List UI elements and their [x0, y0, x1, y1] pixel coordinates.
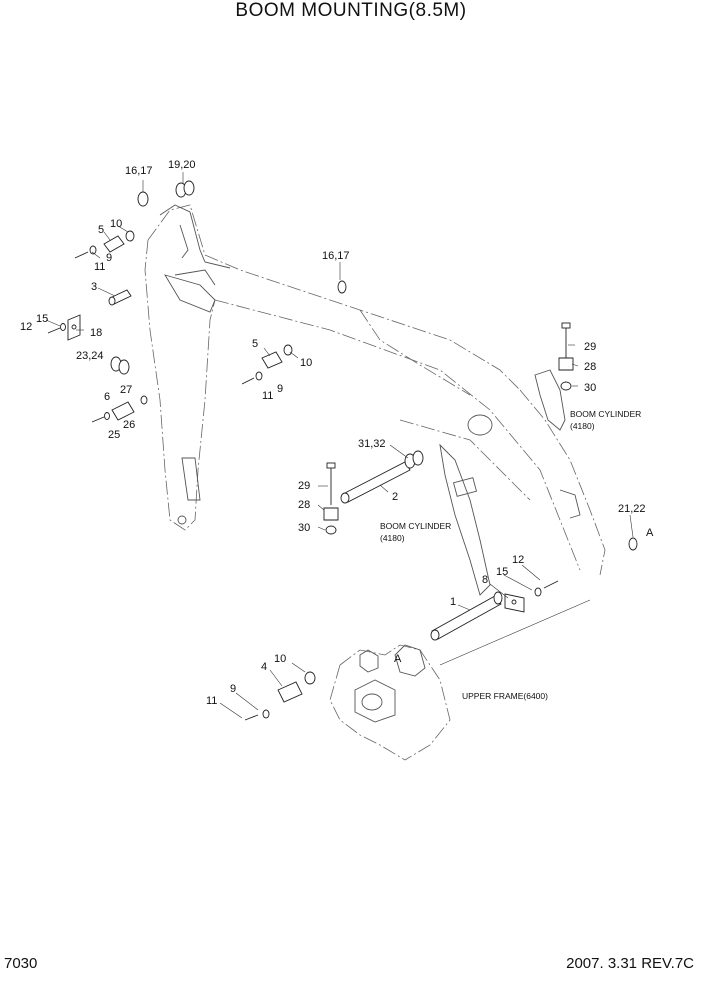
bolt-washer-upper-left [47, 230, 135, 334]
callout-5-upper: 5 [98, 224, 104, 236]
callout-31-32: 31,32 [358, 438, 386, 450]
callout-11-middle: 11 [262, 390, 273, 402]
callout-9-middle: 9 [277, 383, 283, 395]
bolt-29-28-30-lower [323, 462, 339, 535]
plate-18 [67, 314, 81, 341]
boom-cylinder-outline [439, 369, 581, 596]
callout-30-lower: 30 [298, 522, 310, 534]
callout-29-upper: 29 [584, 341, 596, 353]
bolt-29-28-30-upper [558, 322, 574, 391]
callout-27: 27 [120, 384, 132, 396]
callout-11-upper: 11 [94, 261, 105, 273]
callout-30-upper: 30 [584, 382, 596, 394]
note-boom-cylinder-upper-code: (4180) [570, 421, 595, 431]
revision-stamp: 2007. 3.31 REV.7C [566, 955, 694, 972]
callout-9-upper: 9 [106, 252, 112, 264]
pin-2 [340, 450, 424, 504]
parts-23-27 [91, 356, 148, 423]
callout-2: 2 [392, 491, 398, 503]
callout-6: 6 [104, 391, 110, 403]
callout-16-17-upper: 16,17 [125, 165, 153, 177]
callout-15-lower: 15 [496, 566, 508, 578]
callout-23-24: 23,24 [76, 350, 104, 362]
page-title: BOOM MOUNTING(8.5M) [235, 0, 467, 21]
page-number: 7030 [4, 955, 38, 972]
callout-8: 8 [482, 574, 488, 586]
washers-16-17-19-20 [137, 180, 347, 294]
pin-3 [108, 289, 132, 306]
notes: BOOM CYLINDER (4180) BOOM CYLINDER (4180… [380, 409, 641, 701]
note-upper-frame: UPPER FRAME(6400) [462, 691, 548, 701]
plate-8-bolt-12-washer-15 [504, 537, 638, 613]
note-boom-cylinder-lower: BOOM CYLINDER [380, 521, 451, 531]
callout-12-upper: 12 [20, 321, 32, 333]
callout-4: 4 [261, 661, 267, 673]
callout-21-22: 21,22 [618, 503, 646, 515]
boom-head [159, 204, 231, 525]
upper-frame-outline [329, 599, 591, 761]
callout-5-middle: 5 [252, 338, 258, 350]
callouts: 16,17 19,20 5 10 9 11 3 15 12 18 23,24 2… [20, 159, 654, 707]
callout-10-lower: 10 [274, 653, 286, 665]
callout-12-lower: 12 [512, 554, 524, 566]
callout-28-upper: 28 [584, 361, 596, 373]
callout-29-lower: 29 [298, 480, 310, 492]
note-boom-cylinder-lower-code: (4180) [380, 533, 405, 543]
leader-lines [45, 172, 634, 719]
note-boom-cylinder-upper: BOOM CYLINDER [570, 409, 641, 419]
callout-18: 18 [90, 327, 102, 339]
callout-19-20: 19,20 [168, 159, 196, 171]
callout-10-upper: 10 [110, 218, 122, 230]
callout-A-lower: A [394, 653, 402, 665]
callout-28-lower: 28 [298, 499, 310, 511]
callout-A-right: A [646, 527, 654, 539]
pin-4-lower [244, 671, 316, 721]
callout-3: 3 [91, 281, 97, 293]
callout-26: 26 [123, 419, 135, 431]
boom-outline [144, 204, 606, 576]
callout-15-upper: 15 [36, 313, 48, 325]
pin-1 [430, 591, 503, 641]
callout-10-middle: 10 [300, 357, 312, 369]
pin-5-middle [241, 344, 293, 385]
callout-16-17-middle: 16,17 [322, 250, 350, 262]
callout-9-lower: 9 [230, 683, 236, 695]
callout-25: 25 [108, 429, 120, 441]
callout-1: 1 [450, 596, 456, 608]
callout-11-lower: 11 [206, 695, 217, 707]
